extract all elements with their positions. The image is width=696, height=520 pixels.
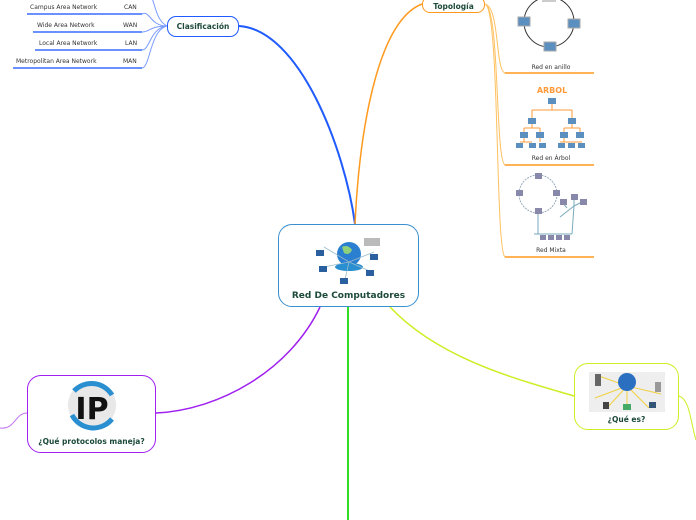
caption-red-arbol[interactable]: Red en Árbol [531,155,571,162]
node-clasificacion[interactable]: Clasificación [167,16,239,37]
node-topologia[interactable]: Topología [422,0,485,13]
leaf-lan-abbr[interactable]: LAN [125,40,138,47]
ip-logo-icon: IP [67,380,116,431]
mixed-topology-image [516,173,587,240]
leaf-wan-name[interactable]: Wide Area Network [37,22,95,29]
central-title: Red De Computadores [291,291,406,301]
node-protocolos[interactable]: IP ¿Qué protocolos maneja? [27,375,156,453]
ring-topology-image [517,0,581,52]
leaf-wan-abbr[interactable]: WAN [123,22,138,29]
node-protocolos-title: ¿Qué protocolos maneja? [38,437,145,446]
leaf-can-name[interactable]: Campus Area Network [30,4,98,11]
node-clasificacion-title: Clasificación [176,22,230,31]
leaf-man-abbr[interactable]: MAN [123,58,137,65]
caption-red-mixta[interactable]: Red Mixta [536,247,566,254]
tree-topology-image [516,98,585,148]
leaf-can-abbr[interactable]: CAN [124,4,137,11]
network-globe-icon [315,238,380,285]
node-que-es-title: ¿Qué es? [607,415,646,424]
leaf-man-name[interactable]: Metropolitan Area Network [16,58,97,65]
node-que-es[interactable]: ¿Qué es? [574,363,679,430]
network-globe-icon [588,372,665,412]
node-topologia-title: Topología [433,1,474,11]
svg-text:IP: IP [75,392,108,427]
leaf-lan-name[interactable]: Local Area Network [39,40,98,47]
caption-red-anillo[interactable]: Red en anillo [531,64,571,71]
tree-image-title: ARBOL [536,86,568,95]
central-node[interactable]: Red De Computadores [278,224,419,307]
